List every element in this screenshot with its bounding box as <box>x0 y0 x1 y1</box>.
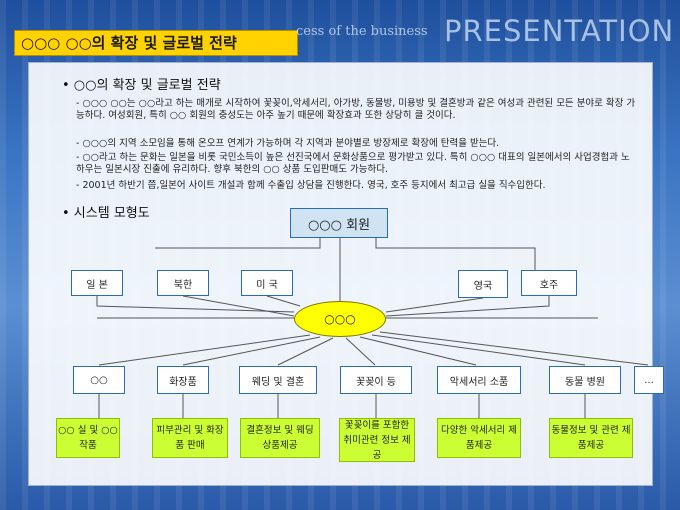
category-flowers: 꽃꽂이 등 <box>340 366 412 394</box>
category-cosmetics: 화장품 <box>157 366 209 394</box>
connector-member-australia <box>375 238 536 270</box>
category-1: ○○ <box>73 366 125 394</box>
connector-cat-3 <box>277 337 334 366</box>
detail-accessories: 다양한 악세서리 제품제공 <box>437 418 521 458</box>
connector-cat-6 <box>371 334 586 366</box>
detail-animal: 동물정보 및 관련 제품제공 <box>549 418 633 458</box>
page-title: ○○○ ○○의 확장 및 글로벌 전략 <box>14 30 298 56</box>
category-wedding: 웨딩 및 결혼 <box>239 366 317 394</box>
connector-cat-5 <box>359 336 477 366</box>
center-hub: ○○○ <box>294 301 386 337</box>
paragraph-2: - ○○○의 지역 소모임을 통해 온오프 연계가 가능하며 각 지역과 분야별… <box>76 138 500 149</box>
detail-1: ○○ 실 및 ○○ 작품 <box>56 418 120 458</box>
section-heading-strategy: • ○○의 확장 및 글로벌 전략 <box>62 78 221 93</box>
category-more: ... <box>634 366 664 394</box>
section-heading-system: • 시스템 모형도 <box>62 206 150 221</box>
connector-japan <box>96 296 295 313</box>
member-box: ○○○ 회원 <box>290 208 388 238</box>
category-animal-hospital: 동물 병원 <box>549 366 621 394</box>
detail-cosmetics: 피부관리 및 화장품 판매 <box>152 418 228 458</box>
paragraph-3: - ○○라고 하는 문화는 일본을 비롯 국민소득이 높은 선진국에서 문화상품… <box>76 152 630 175</box>
brand-word: PRESENTATION <box>444 14 675 48</box>
paragraph-4: - 2001년 하반기 쯤,일본어 사이트 개설과 함께 수출입 상담을 진행한… <box>76 180 546 191</box>
connector-cat-4 <box>345 337 376 366</box>
connector-north-korea <box>182 295 295 317</box>
detail-flowers: 꽃꽂이를 포함한 취미관련 정보 제공 <box>339 418 415 462</box>
tagline: cess of the business <box>296 24 428 39</box>
region-uk: 영국 <box>458 270 508 298</box>
connector-cat-2 <box>182 336 321 366</box>
connector-cat-7 <box>379 331 649 366</box>
region-north-korea: 북한 <box>157 270 209 296</box>
region-australia: 호주 <box>521 270 577 296</box>
category-accessories: 악세서리 소품 <box>437 366 521 394</box>
region-usa: 미 국 <box>241 270 293 296</box>
connector-usa <box>266 295 301 307</box>
connector-uk <box>385 297 484 313</box>
connector-australia <box>385 296 550 317</box>
region-japan: 일 본 <box>71 270 123 296</box>
paragraph-1: - ○○○ ○○는 ○○라고 하는 매개로 시작하여 꽃꽂이,악세서리, 아가방… <box>76 98 636 121</box>
detail-wedding: 결혼정보 및 웨딩 상품제공 <box>240 418 320 458</box>
connector-member-left <box>155 238 321 249</box>
connector-cat-1 <box>98 334 311 366</box>
